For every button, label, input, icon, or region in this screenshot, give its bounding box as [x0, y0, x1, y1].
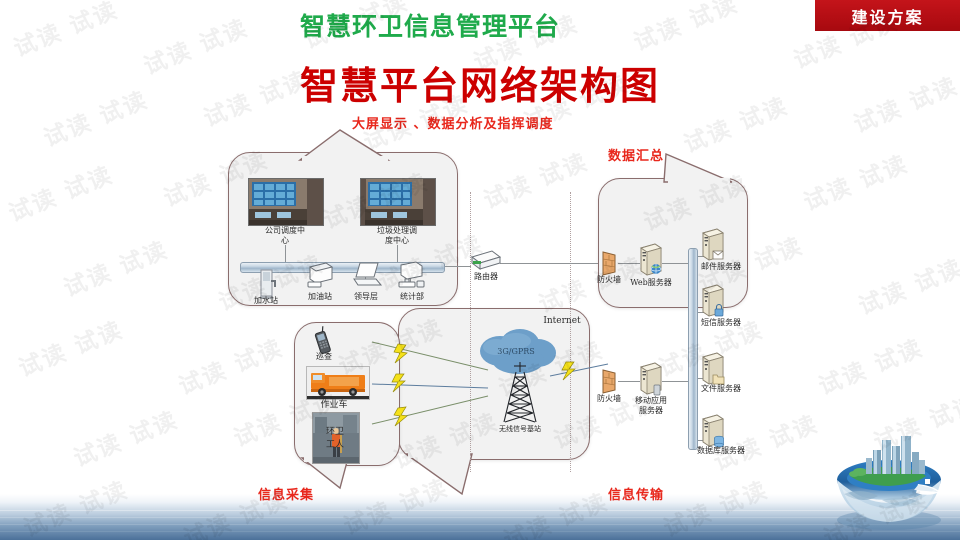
- garbage-truck-photo: [306, 366, 370, 400]
- web-server-label: Web服务器: [630, 278, 672, 287]
- sms-server-label: 短信服务器: [701, 318, 741, 327]
- firewall-label-mobile: 防火墙: [597, 394, 621, 403]
- endpoint-label-leadership: 领导层: [354, 292, 378, 301]
- section-label-data-aggregation: 数据汇总: [608, 149, 665, 164]
- datacenter-callout-tail: [663, 152, 733, 186]
- endpoint-label-water-station: 加水站: [254, 296, 278, 305]
- mobile-phone-icon: [312, 326, 334, 361]
- cloud-label: 3G/GPRS: [497, 347, 535, 356]
- water-decoration: [0, 494, 960, 540]
- server-icon-mobile-app: [638, 362, 664, 401]
- desktop-pc-icon: [306, 261, 334, 294]
- transmission-panel: [398, 308, 590, 460]
- firewall-label-top: 防火墙: [597, 275, 621, 284]
- control-room-photo-1: [248, 178, 324, 226]
- firewall-icon: [600, 250, 618, 281]
- control-room-label-1: 公司调度中 心: [265, 226, 305, 245]
- watermark-text: 试读 试读: [70, 407, 183, 473]
- datacenter-backbone-bus: [688, 248, 698, 450]
- section-label-top: 大屏显示 、数据分析及指挥调度: [352, 117, 554, 132]
- platform-title: 智慧环卫信息管理平台: [299, 12, 560, 41]
- control-room-photo-2: [360, 178, 436, 226]
- control-room-label-2: 垃圾处理调 度中心: [377, 226, 417, 245]
- section-label-info-transmission: 信息传输: [608, 488, 665, 503]
- wireless-link-worker: [371, 395, 489, 427]
- link-firewall-web: [618, 263, 640, 264]
- signal-tower-icon: [502, 362, 538, 429]
- mail-server-label: 邮件服务器: [701, 262, 741, 271]
- watermark-text: 试读 试读: [60, 237, 173, 303]
- web-server-icon: [638, 243, 664, 282]
- router-label: 路由器: [474, 272, 498, 281]
- page-title: 智慧平台网络架构图: [299, 64, 660, 108]
- link-router-firewall: [500, 263, 598, 264]
- watermark-text: 试读 试读: [815, 335, 928, 401]
- tower-label: 无线信号基站: [499, 425, 541, 433]
- wireless-link-patrol: [371, 341, 489, 371]
- link-screen2-bus: [397, 245, 398, 263]
- database-server-label: 数据库服务器: [697, 446, 745, 455]
- wireless-link-to-firewall: [549, 361, 609, 381]
- watermark-text: 试读 试读: [15, 317, 128, 383]
- watermark-text: 试读 试读: [175, 335, 288, 401]
- file-server-label: 文件服务器: [701, 384, 741, 393]
- sms-server-icon: [700, 284, 726, 323]
- link-web-backbone: [662, 263, 690, 264]
- collection-label-patrol: 巡查: [316, 352, 332, 361]
- sanitation-worker-photo: [312, 412, 360, 464]
- city-island-illustration: [826, 428, 952, 540]
- zone-divider-left: [470, 192, 471, 472]
- watermark-text: 试读 试读: [5, 162, 118, 228]
- firewall-icon-mobile: [600, 368, 618, 399]
- watermark-text: 试读 试读: [800, 151, 913, 217]
- laptop-icon: [352, 261, 383, 294]
- zone-divider-right: [570, 192, 571, 472]
- link-bus-router: [443, 266, 471, 267]
- collection-label-worker: 环卫 工人: [325, 427, 344, 450]
- database-server-icon: [700, 414, 726, 453]
- mail-server-icon: [700, 228, 726, 267]
- workstation-icon: [398, 261, 426, 294]
- router-icon: [468, 249, 502, 278]
- link-mobile-server-bus: [662, 381, 690, 382]
- link-firewall-mobile-server: [618, 381, 640, 382]
- internet-label: Internet: [543, 316, 581, 326]
- section-label-info-collection: 信息采集: [258, 488, 315, 503]
- mobile-server-label: 移动应用 服务器: [635, 396, 667, 415]
- endpoint-label-gas-station: 加油站: [308, 292, 332, 301]
- network-cloud-icon: [474, 327, 562, 384]
- plan-badge: 建设方案: [815, 0, 960, 31]
- watermark-text: 试读 试读: [480, 149, 593, 215]
- lan-bus-bar: [240, 262, 445, 273]
- collection-label-truck: 作业车: [320, 400, 348, 410]
- transmission-callout-tail: [403, 450, 473, 496]
- water-station-icon: [256, 268, 278, 305]
- endpoint-label-statistics: 统计部: [400, 292, 424, 301]
- watermark-text: 试读 试读: [855, 255, 960, 321]
- wireless-link-truck: [371, 373, 489, 393]
- command-center-callout-tail: [297, 129, 391, 164]
- link-screen1-bus: [285, 245, 286, 263]
- file-server-icon: [700, 352, 726, 391]
